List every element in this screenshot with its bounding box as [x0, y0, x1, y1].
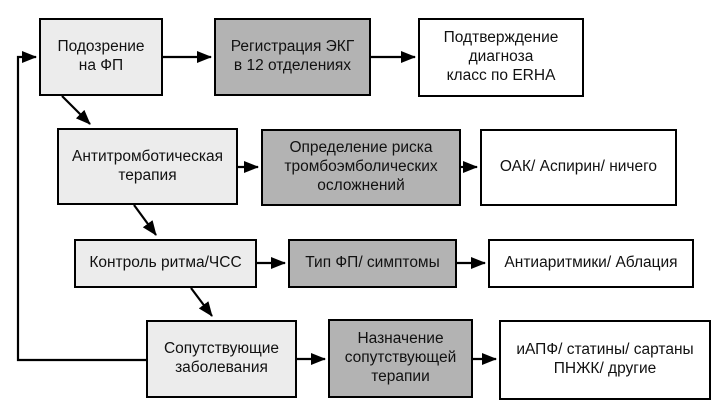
node-thromboembolic-risk: Определение риска тромбоэмболических осл… — [261, 129, 461, 206]
node-af-type-symptoms: Тип ФП/ симптомы — [288, 239, 457, 288]
node-oak-aspirin-nothing: ОАК/ Аспирин/ ничего — [480, 129, 677, 206]
arrow-comorbidities-feedback-to-suspicion — [16, 51, 146, 362]
arrow-suspicion-to-antithrombotic — [61, 95, 91, 125]
node-antiarrhythmics-ablation: Антиаритмики/ Аблация — [488, 239, 694, 288]
node-comorbidities: Сопутствующие заболевания — [146, 320, 297, 398]
node-diagnosis-confirmation: Подтверждение диагноза класс по ERHA — [418, 18, 584, 97]
arrow-antithrombotic-to-rate-control — [133, 204, 157, 236]
node-concomitant-therapy-assignment: Назначение сопутствующей терапии — [328, 319, 473, 398]
node-antithrombotic-therapy: Антитромботическая терапия — [57, 128, 238, 205]
node-acei-statins-sartans: иАПФ/ статины/ сартаны ПНЖК/ другие — [499, 320, 711, 400]
node-ecg-registration: Регистрация ЭКГ в 12 отделениях — [214, 18, 371, 96]
node-rhythm-rate-control: Контроль ритма/ЧСС — [74, 239, 257, 288]
arrow-rate-control-to-comorbidities — [190, 287, 213, 317]
node-suspicion-afib: Подозрение на ФП — [39, 18, 163, 96]
